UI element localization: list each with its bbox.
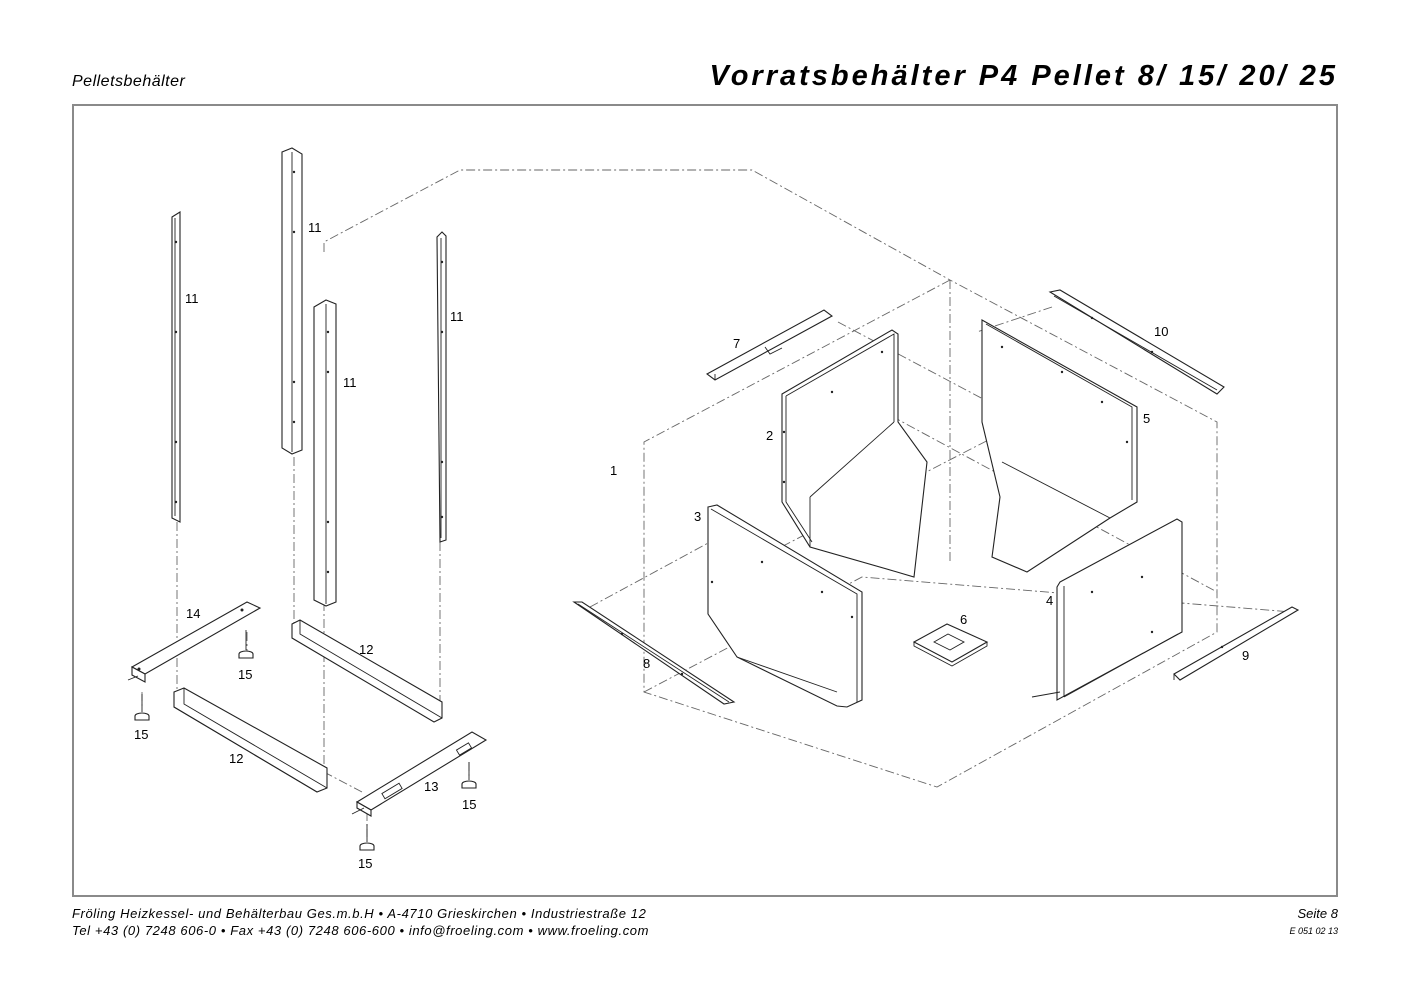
callout-11-d: 11 — [450, 309, 464, 324]
adjustable-foot — [238, 630, 254, 659]
callout-11-c: 11 — [343, 375, 357, 390]
panel-3 — [707, 504, 863, 708]
corner-post-front — [313, 299, 337, 607]
callout-6: 6 — [960, 612, 967, 627]
drawing-frame: 1 2 3 4 5 6 7 8 9 10 11 11 11 11 12 12 1… — [72, 104, 1338, 897]
callout-1: 1 — [610, 463, 617, 478]
profile-strip-10 — [1048, 289, 1225, 395]
flange-plate-6 — [912, 623, 989, 667]
callout-3: 3 — [694, 509, 701, 524]
callout-12-b: 12 — [229, 751, 243, 766]
callouts: 1 2 3 4 5 6 7 8 9 10 11 11 11 11 12 12 1… — [134, 220, 1249, 871]
callout-8: 8 — [643, 656, 650, 671]
callout-15-b: 15 — [134, 727, 148, 742]
callout-5: 5 — [1143, 411, 1150, 426]
callout-12-a: 12 — [359, 642, 373, 657]
callout-2: 2 — [766, 428, 773, 443]
callout-15-c: 15 — [462, 797, 476, 812]
callout-10: 10 — [1154, 324, 1168, 339]
base-rail-12-back — [291, 619, 443, 723]
base-rail-13 — [351, 731, 488, 817]
callout-15-a: 15 — [238, 667, 252, 682]
callout-11-b: 11 — [308, 220, 322, 235]
callout-11-a: 11 — [185, 291, 199, 306]
profile-strip-7 — [705, 309, 834, 381]
callout-15-d: 15 — [358, 856, 372, 871]
profile-strip-8 — [572, 601, 736, 705]
callout-9: 9 — [1242, 648, 1249, 663]
corner-post-left — [171, 211, 181, 523]
callout-14: 14 — [186, 606, 200, 621]
panel-4 — [1031, 518, 1183, 701]
adjustable-foot — [461, 762, 477, 789]
callout-4: 4 — [1046, 593, 1053, 608]
corner-post-right — [436, 231, 447, 543]
panel-2 — [781, 329, 928, 578]
panel-5 — [981, 319, 1138, 573]
corner-post-back-left — [281, 147, 303, 455]
page-title: Vorratsbehälter P4 Pellet 8/ 15/ 20/ 25 — [709, 60, 1338, 92]
adjustable-foot — [359, 824, 375, 851]
document-number: E 051 02 13 — [1289, 926, 1338, 936]
page-number: Seite 8 — [1297, 906, 1338, 921]
footer-company-address: Fröling Heizkessel- und Behälterbau Ges.… — [72, 906, 647, 921]
callout-7: 7 — [733, 336, 740, 351]
profile-strip-9 — [1173, 606, 1300, 681]
adjustable-foot — [134, 694, 150, 721]
base-rail-12-front — [173, 687, 328, 793]
base-rail-14 — [127, 601, 262, 683]
footer-contact: Tel +43 (0) 7248 606-0 • Fax +43 (0) 724… — [72, 923, 650, 938]
section-label: Pelletsbehälter — [72, 73, 186, 90]
callout-13: 13 — [424, 779, 438, 794]
exploded-view-drawing: 1 2 3 4 5 6 7 8 9 10 11 11 11 11 12 12 1… — [127, 147, 1300, 871]
